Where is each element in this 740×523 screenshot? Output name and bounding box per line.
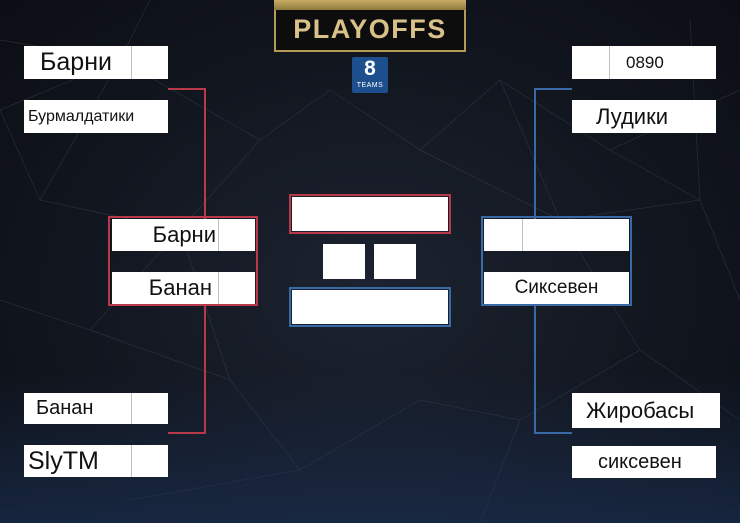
left-qf1-team-b: Бурмалдатики [24, 100, 168, 133]
teams-badge: 8 TEAMS [352, 57, 388, 93]
connector-left-lower-bottom [168, 432, 206, 434]
team-name: 0890 [626, 52, 664, 72]
final-score-b [374, 244, 416, 279]
team-name: Лудики [596, 103, 668, 129]
left-qf1-score-a [131, 46, 168, 79]
connector-right-upper-vertical [534, 88, 536, 220]
team-name: Сиксевен [514, 277, 599, 298]
left-qf2-score-b [131, 445, 168, 477]
logo-top-bar [274, 0, 466, 10]
team-name: сиксевен [598, 450, 682, 473]
left-qf2-team-a: Банан [24, 393, 131, 424]
left-qf2-score-a [131, 393, 168, 424]
final-team-a-frame [289, 194, 451, 234]
connector-right-lower-bottom [534, 432, 572, 434]
right-sf-team-b: Сиксевен [484, 272, 629, 304]
final-score-a [323, 244, 365, 279]
connector-left-lower-vertical [204, 302, 206, 434]
right-qf2-team-b: сиксевен [572, 446, 716, 478]
final-team-b-slot [292, 290, 448, 324]
connector-right-lower-vertical [534, 302, 536, 434]
right-sf-team-a [523, 219, 629, 251]
teams-label: TEAMS [356, 82, 384, 89]
team-name: Банан [148, 275, 212, 300]
connector-left-upper-vertical [204, 88, 206, 220]
right-qf2-team-a: Жиробасы [572, 393, 720, 428]
left-semifinal-frame [108, 216, 258, 306]
left-sf-score-b [218, 272, 255, 304]
right-qf1-team-a: 0890 [610, 46, 716, 79]
left-qf2-team-b: SlyTM [24, 445, 131, 477]
connector-right-upper-top [534, 88, 572, 90]
team-name: Барни [152, 222, 216, 247]
final-team-b-frame [289, 287, 451, 327]
team-name: SlyTM [28, 446, 99, 475]
left-qf1-team-a: Барни [24, 46, 131, 79]
team-name: Жиробасы [586, 397, 695, 423]
logo-text: PLAYOFFS [293, 13, 447, 44]
final-team-a-slot [292, 197, 448, 231]
right-qf1-team-b: Лудики [572, 100, 716, 133]
right-qf1-score-a [572, 46, 610, 79]
teams-count: 8 [364, 57, 376, 80]
left-sf-team-a: Барни [112, 219, 218, 251]
team-name: Банан [36, 397, 94, 419]
team-name: Бурмалдатики [28, 107, 135, 125]
connector-left-upper-top [168, 88, 206, 90]
right-semifinal-frame [481, 216, 632, 306]
left-sf-score-a [218, 219, 255, 251]
right-sf-score-a [484, 219, 523, 251]
left-sf-team-b: Банан [112, 272, 218, 304]
team-name: Барни [40, 48, 112, 76]
